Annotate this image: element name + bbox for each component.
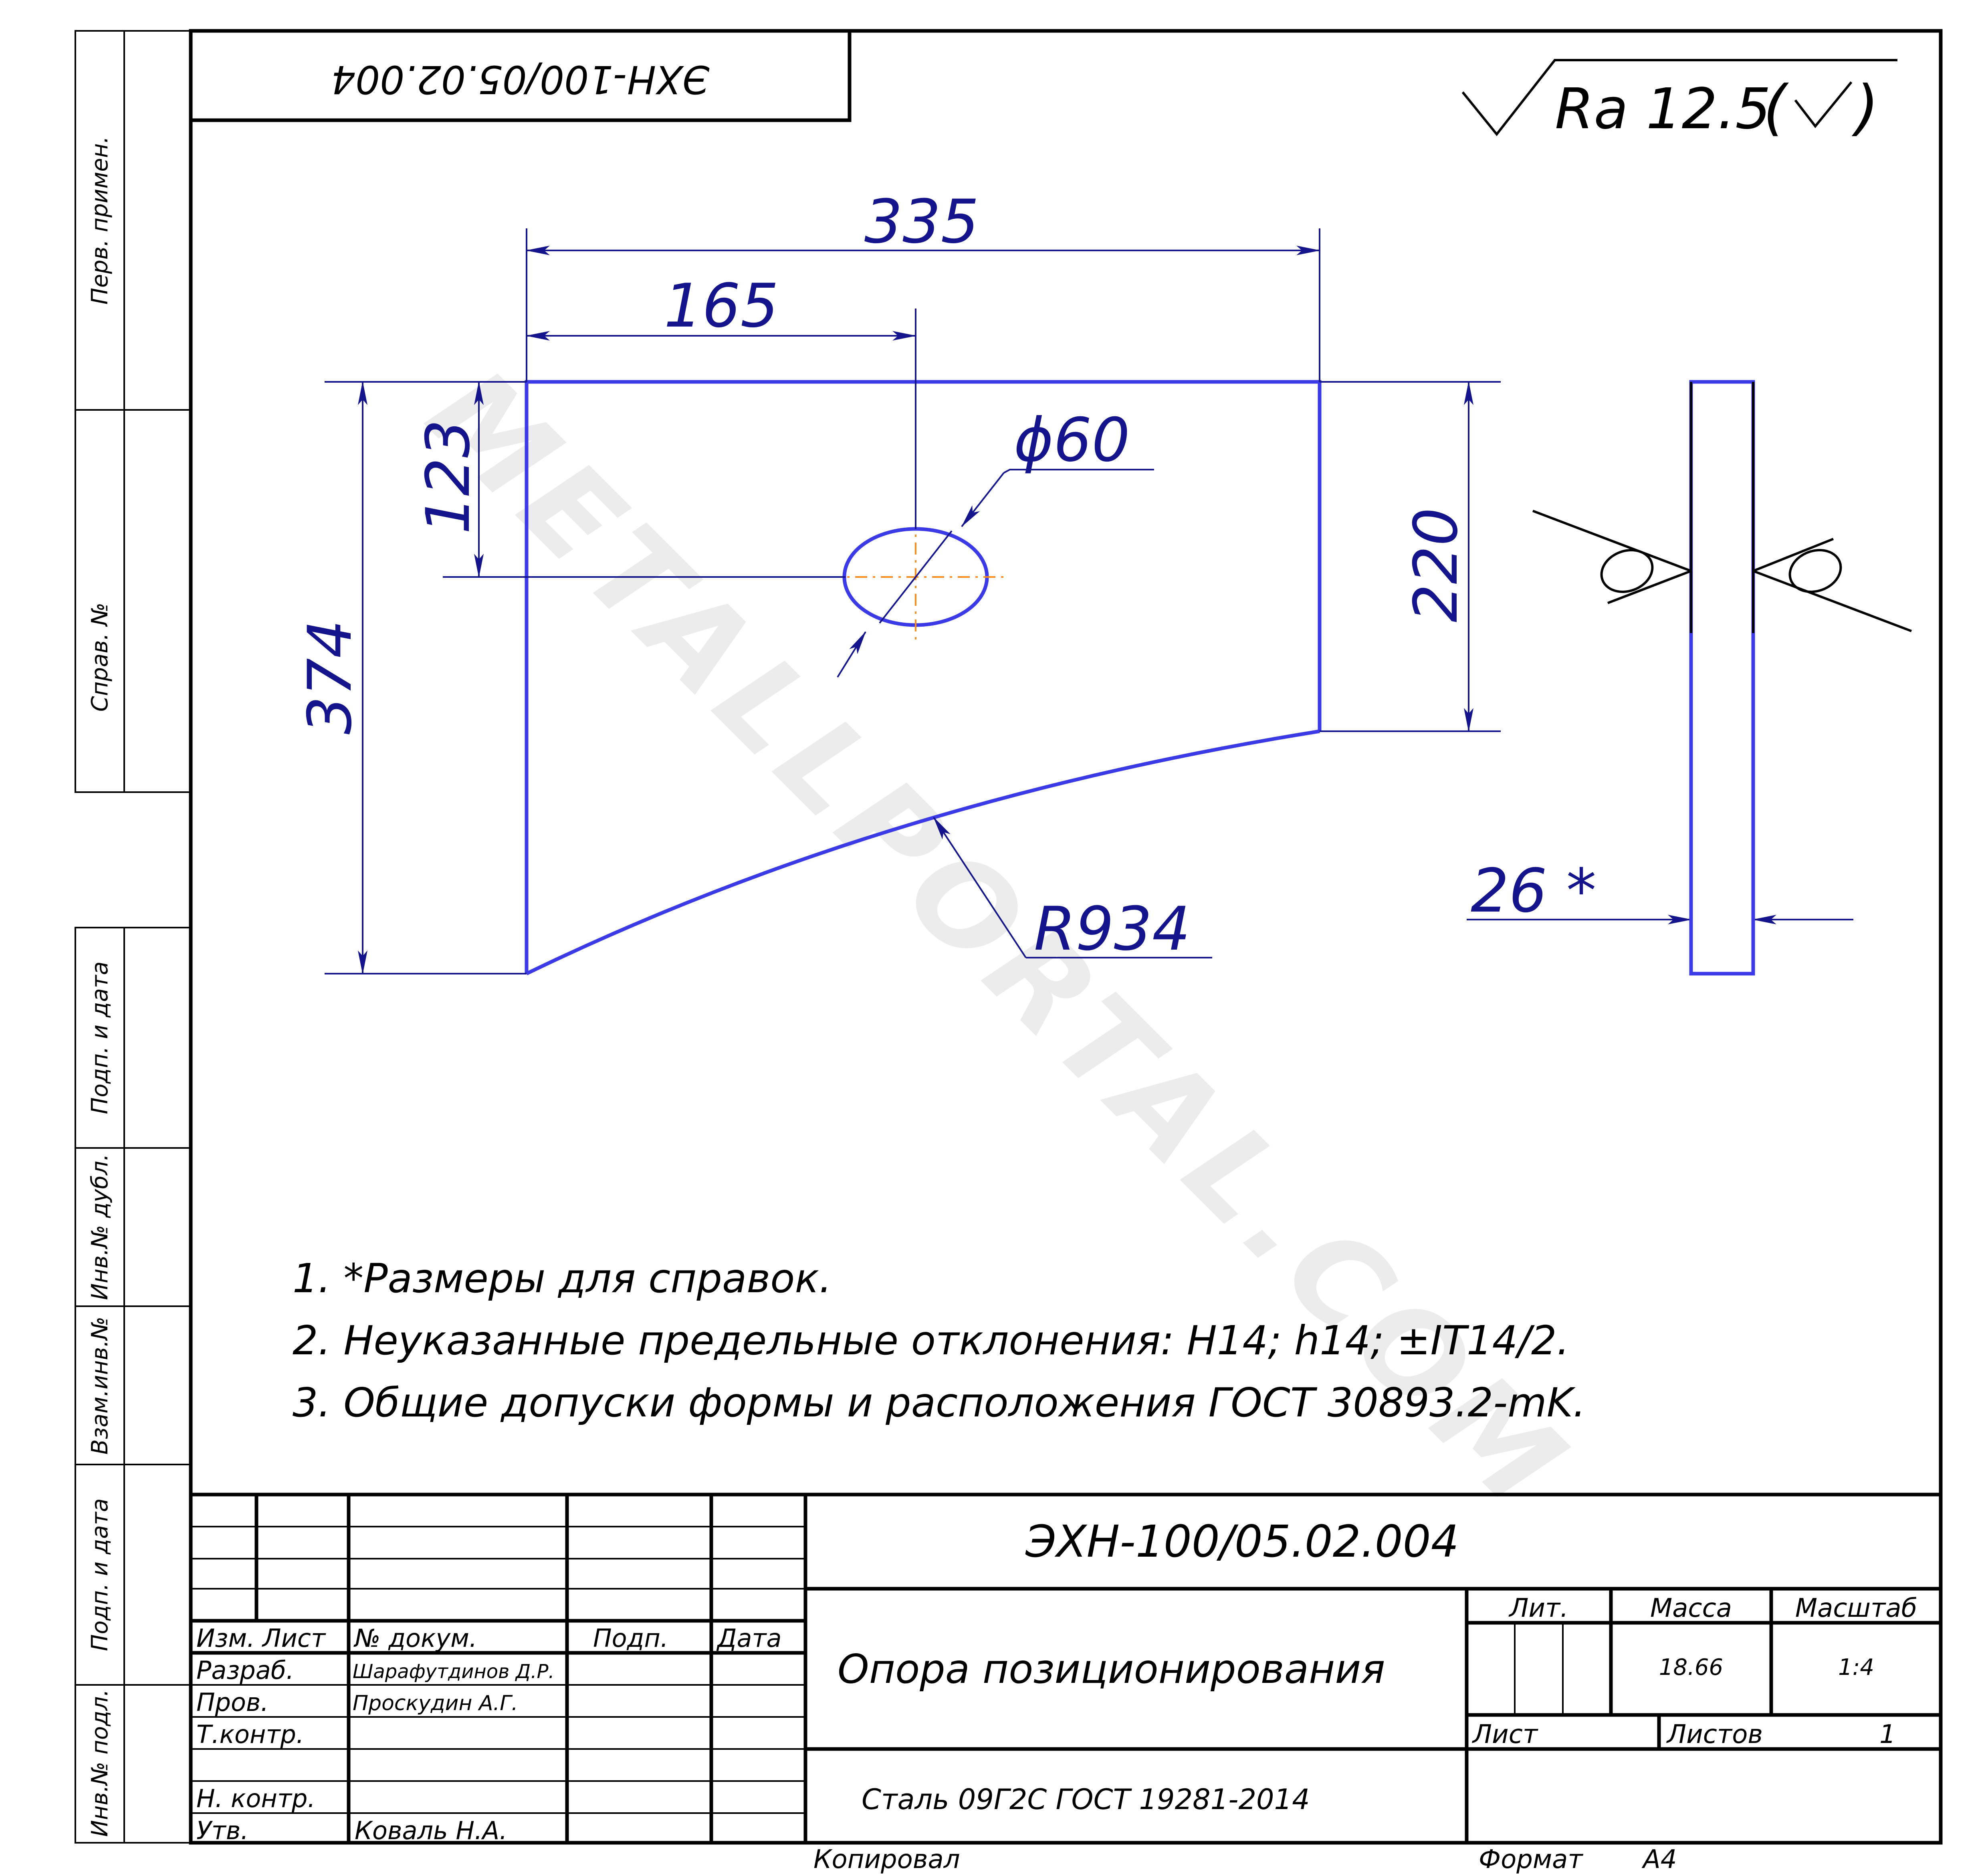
side-label-podp-data-1: Подп. и дата bbox=[87, 961, 113, 1114]
title-block bbox=[191, 1493, 1941, 1843]
roughness-value: Ra 12.5 bbox=[1555, 77, 1771, 142]
col-list: Лист bbox=[262, 1624, 326, 1653]
dim-height-right: 220 bbox=[1401, 508, 1471, 622]
note-2: 2. Неуказанные предельные отклонения: H1… bbox=[293, 1317, 1569, 1364]
svg-text:): ) bbox=[1851, 73, 1879, 143]
roughness-symbol: Ra 12.5 ( ) bbox=[1461, 59, 1897, 143]
row-tkontr: Т.контр. bbox=[196, 1720, 304, 1749]
col-dokum: № докум. bbox=[353, 1624, 477, 1653]
dim-hole-offset-y: 123 bbox=[414, 420, 483, 534]
col-podp: Подп. bbox=[593, 1624, 668, 1653]
col-data: Дата bbox=[716, 1624, 782, 1653]
footer-format-label: Формат bbox=[1479, 1845, 1583, 1874]
note-1: 1. *Размеры для справок. bbox=[293, 1255, 832, 1302]
row-utv: Утв. bbox=[196, 1816, 248, 1845]
footer-format-value: A4 bbox=[1641, 1845, 1677, 1874]
dim-hole-offset-x: 165 bbox=[664, 271, 779, 341]
row-prov: Пров. bbox=[196, 1688, 268, 1717]
listov-value: 1 bbox=[1879, 1720, 1896, 1749]
dim-thickness: 26 * bbox=[1471, 856, 1596, 926]
side-label-inv-podl: Инв.№ подл. bbox=[87, 1689, 113, 1837]
note-3: 3. Общие допуски формы и расположения ГО… bbox=[293, 1379, 1586, 1426]
side-label-inv-dubl: Инв.№ дубл. bbox=[87, 1154, 113, 1300]
title-part-name: Опора позиционирования bbox=[838, 1646, 1385, 1692]
razrab-name: Шарафутдинов Д.Р. bbox=[353, 1660, 555, 1683]
title-material: Сталь 09Г2С ГОСТ 19281-2014 bbox=[862, 1783, 1310, 1816]
list-label: Лист bbox=[1472, 1720, 1538, 1749]
massa-label: Масса bbox=[1650, 1594, 1732, 1623]
prov-name: Проскудин А.Г. bbox=[353, 1691, 518, 1715]
side-label-podp-data-2: Подп. и дата bbox=[87, 1498, 113, 1651]
side-label-perv-primen: Перв. примен. bbox=[87, 136, 113, 305]
col-izm: Изм. bbox=[196, 1624, 255, 1653]
masshtab-value: 1:4 bbox=[1838, 1654, 1874, 1680]
row-nkontr: Н. контр. bbox=[196, 1784, 315, 1813]
part-side-view bbox=[1532, 380, 1912, 976]
dim-hole-diameter: ϕ60 bbox=[1014, 405, 1130, 475]
drawing-code-top: ЭХН-100/05.02.004 bbox=[331, 57, 710, 102]
utv-name: Коваль Н.А. bbox=[355, 1816, 507, 1845]
dimension-lines bbox=[325, 228, 1853, 974]
part-front-view bbox=[525, 380, 1322, 976]
dim-width-total: 335 bbox=[864, 187, 979, 257]
side-label-vzam-inv: Взам.инв.№ bbox=[87, 1317, 113, 1455]
lit-label: Лит. bbox=[1508, 1594, 1568, 1623]
side-label-sprav-no: Справ. № bbox=[87, 603, 113, 712]
top-code-box: ЭХН-100/05.02.004 bbox=[191, 31, 852, 122]
svg-text:(: ( bbox=[1763, 73, 1789, 143]
masshtab-label: Масштаб bbox=[1795, 1594, 1917, 1623]
row-razrab: Разраб. bbox=[196, 1656, 294, 1685]
footer-kopiroval: Копировал bbox=[813, 1845, 960, 1874]
title-drawing-code: ЭХН-100/05.02.004 bbox=[1025, 1516, 1459, 1567]
sheet-frame bbox=[75, 29, 1943, 1845]
dim-arc-radius: R934 bbox=[1034, 894, 1191, 964]
listov-label: Листов bbox=[1666, 1720, 1763, 1749]
massa-value: 18.66 bbox=[1659, 1654, 1723, 1680]
dim-height-left: 374 bbox=[295, 620, 365, 734]
